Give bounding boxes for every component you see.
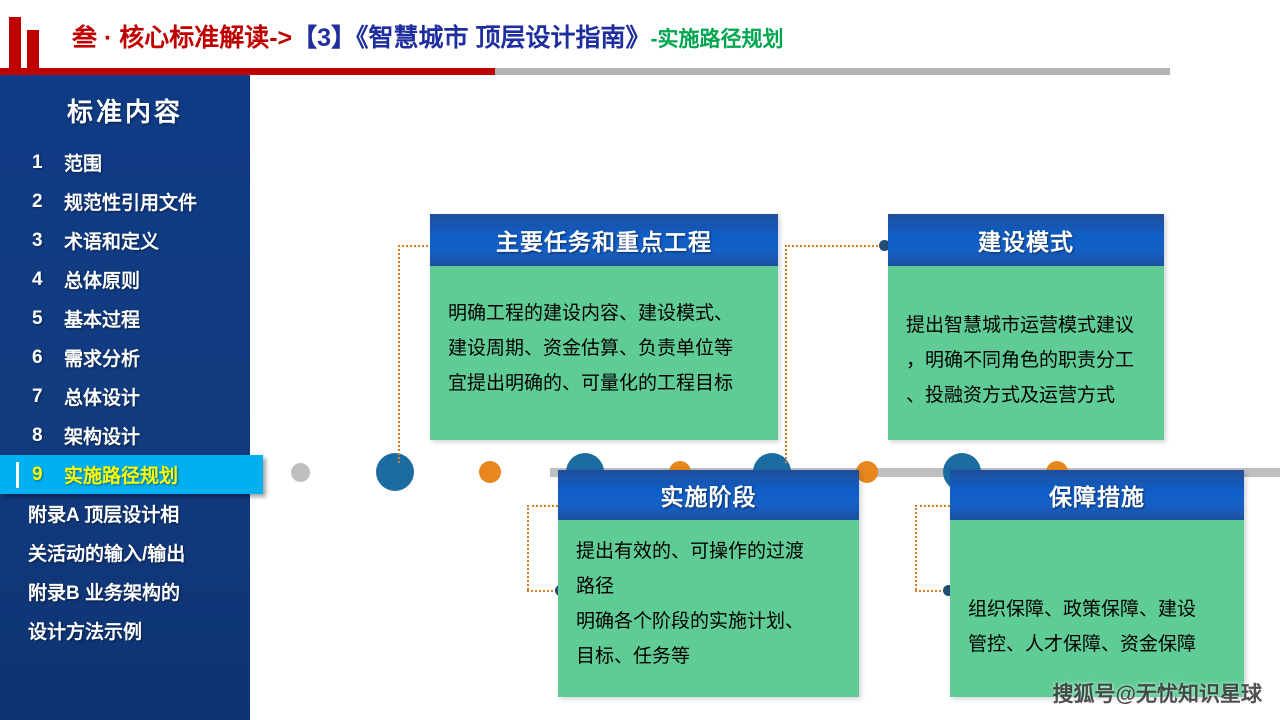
header-rule-red	[0, 68, 495, 75]
sidebar-item-number: 3	[32, 229, 43, 251]
sidebar-item-number: 4	[32, 268, 43, 290]
timeline-node-gray-1[interactable]	[290, 462, 310, 482]
watermark: 搜狐号@无忧知识星球	[1052, 683, 1262, 706]
decor-bar-short	[27, 30, 39, 69]
sidebar-item-label: 设计方法示例	[28, 622, 143, 643]
sidebar-item-number: 7	[32, 385, 43, 407]
sidebar-item-label: 总体原则	[64, 271, 141, 292]
connector-impl-phase-vertical-b	[527, 505, 529, 590]
sidebar-item-label: 架构设计	[64, 427, 141, 448]
sidebar-item-label: 规范性引用文件	[64, 193, 198, 214]
sidebar-item-10[interactable]: 附录A 顶层设计相	[0, 494, 250, 533]
sidebar-title: 标准内容	[66, 97, 183, 127]
card-line: 明确各个阶段的实施计划、	[576, 611, 805, 633]
timeline-axis	[550, 468, 1280, 477]
sidebar-item-label: 术语和定义	[64, 232, 160, 253]
sidebar-item-label: 附录B 业务架构的	[28, 583, 181, 604]
sidebar-item-number: 2	[32, 190, 43, 212]
sidebar-item-label: 需求分析	[64, 349, 141, 370]
decor-bar-tall	[9, 17, 21, 69]
sidebar-item-label: 附录A 顶层设计相	[28, 505, 180, 526]
sidebar-item-2[interactable]: 2 规范性引用文件	[0, 182, 250, 221]
connector-endpoint-construction-mode	[879, 240, 890, 251]
sidebar-item-number: 5	[32, 307, 43, 329]
sidebar-item-7[interactable]: 7 总体设计	[0, 377, 250, 416]
timeline-node-blue-2[interactable]	[376, 453, 414, 491]
card-line: 路径	[576, 576, 615, 598]
diagram-stage: 主要任务和重点工程 明确工程的建设内容、建设模式、 建设周期、资金估算、负责单位…	[250, 75, 1280, 720]
sidebar-item-9[interactable]: 9 实施路径规划	[0, 455, 263, 494]
card-construction-mode-title: 建设模式	[888, 214, 1164, 266]
card-safeguard-measures-title: 保障措施	[950, 470, 1244, 520]
timeline-node-orange-3[interactable]	[479, 461, 501, 483]
card-line: 明确工程的建设内容、建设模式、	[448, 303, 734, 324]
card-main-tasks-title: 主要任务和重点工程	[430, 214, 778, 266]
sidebar-item-5[interactable]: 5 基本过程	[0, 299, 250, 338]
card-line: 、投融资方式及运营方式	[906, 385, 1116, 407]
sidebar-item-label: 实施路径规划	[64, 466, 179, 487]
connector-endpoint-safeguard	[943, 585, 954, 596]
slide-header: 叁 · 核心标准解读->【3】《智慧城市 顶层设计指南》-实施路径规划	[0, 0, 1280, 75]
sidebar-item-13[interactable]: 设计方法示例	[0, 611, 250, 650]
sidebar-item-6[interactable]: 6 需求分析	[0, 338, 250, 377]
title-segment-green: -实施路径规划	[650, 28, 784, 51]
sidebar-item-number: 1	[32, 151, 43, 173]
connector-construction-mode-horizontal	[785, 245, 885, 247]
card-construction-mode[interactable]: 建设模式 提出智慧城市运营模式建议 ，明确不同角色的职责分工 、投融资方式及运营…	[888, 214, 1164, 440]
sidebar-item-4[interactable]: 4 总体原则	[0, 260, 250, 299]
sidebar-nav: 1 范围 2 规范性引用文件 3 术语和定义 4 总体原则 5 基本过程 6 需求分析 7 总体设计 8 架构…	[0, 143, 263, 650]
sidebar-item-1[interactable]: 1 范围	[0, 143, 250, 182]
sidebar-item-label: 范围	[64, 154, 103, 175]
header-rule-gray	[410, 68, 1170, 75]
card-main-tasks[interactable]: 主要任务和重点工程 明确工程的建设内容、建设模式、 建设周期、资金估算、负责单位…	[430, 214, 778, 440]
connector-main-tasks-vertical	[398, 245, 400, 463]
card-implementation-phase-body: 提出有效的、可操作的过渡 路径 明确各个阶段的实施计划、 目标、任务等	[558, 520, 859, 697]
sidebar-item-number: 8	[32, 424, 43, 446]
card-implementation-phase[interactable]: 实施阶段 提出有效的、可操作的过渡 路径 明确各个阶段的实施计划、 目标、任务等	[558, 470, 859, 697]
card-line: 管控、人才保障、资金保障	[968, 634, 1197, 656]
card-line: 提出有效的、可操作的过渡	[576, 541, 805, 562]
card-line: 提出智慧城市运营模式建议	[906, 315, 1135, 336]
title-segment-blue: 【3】《智慧城市 顶层设计指南》	[292, 24, 651, 52]
card-safeguard-measures[interactable]: 保障措施 组织保障、政策保障、建设 管控、人才保障、资金保障	[950, 470, 1244, 697]
card-safeguard-measures-body: 组织保障、政策保障、建设 管控、人才保障、资金保障	[950, 520, 1244, 697]
sidebar-item-number: 6	[32, 346, 43, 368]
sidebar-item-number: 9	[32, 463, 43, 485]
sidebar-item-label: 总体设计	[64, 388, 141, 409]
sidebar-item-8[interactable]: 8 架构设计	[0, 416, 250, 455]
timeline-node-orange-7[interactable]	[856, 461, 878, 483]
sidebar-item-3[interactable]: 3 术语和定义	[0, 221, 250, 260]
sidebar-item-12[interactable]: 附录B 业务架构的	[0, 572, 250, 611]
card-implementation-phase-title: 实施阶段	[558, 470, 859, 520]
card-line: 目标、任务等	[576, 646, 691, 668]
card-construction-mode-body: 提出智慧城市运营模式建议 ，明确不同角色的职责分工 、投融资方式及运营方式	[888, 266, 1164, 440]
card-line: 宜提出明确的、可量化的工程目标	[448, 373, 734, 395]
page-title: 叁 · 核心标准解读->【3】《智慧城市 顶层设计指南》-实施路径规划	[72, 18, 784, 54]
sidebar-item-label: 基本过程	[64, 310, 141, 331]
sidebar-item-label: 关活动的输入/输出	[28, 544, 186, 565]
connector-construction-mode-vertical	[785, 245, 787, 463]
card-line: 建设周期、资金估算、负责单位等	[448, 338, 734, 360]
card-line: 组织保障、政策保障、建设	[968, 599, 1197, 620]
connector-safeguard-vertical-b	[915, 505, 917, 590]
sidebar: 标准内容 1 范围 2 规范性引用文件 3 术语和定义 4 总体原则 5 基本过程 6 需求分析 7 总体…	[0, 75, 263, 720]
card-line: ，明确不同角色的职责分工	[906, 350, 1135, 372]
title-segment-red: 叁 · 核心标准解读->	[72, 24, 293, 52]
sidebar-item-11[interactable]: 关活动的输入/输出	[0, 533, 250, 572]
card-main-tasks-body: 明确工程的建设内容、建设模式、 建设周期、资金估算、负责单位等 宜提出明确的、可…	[430, 266, 778, 440]
